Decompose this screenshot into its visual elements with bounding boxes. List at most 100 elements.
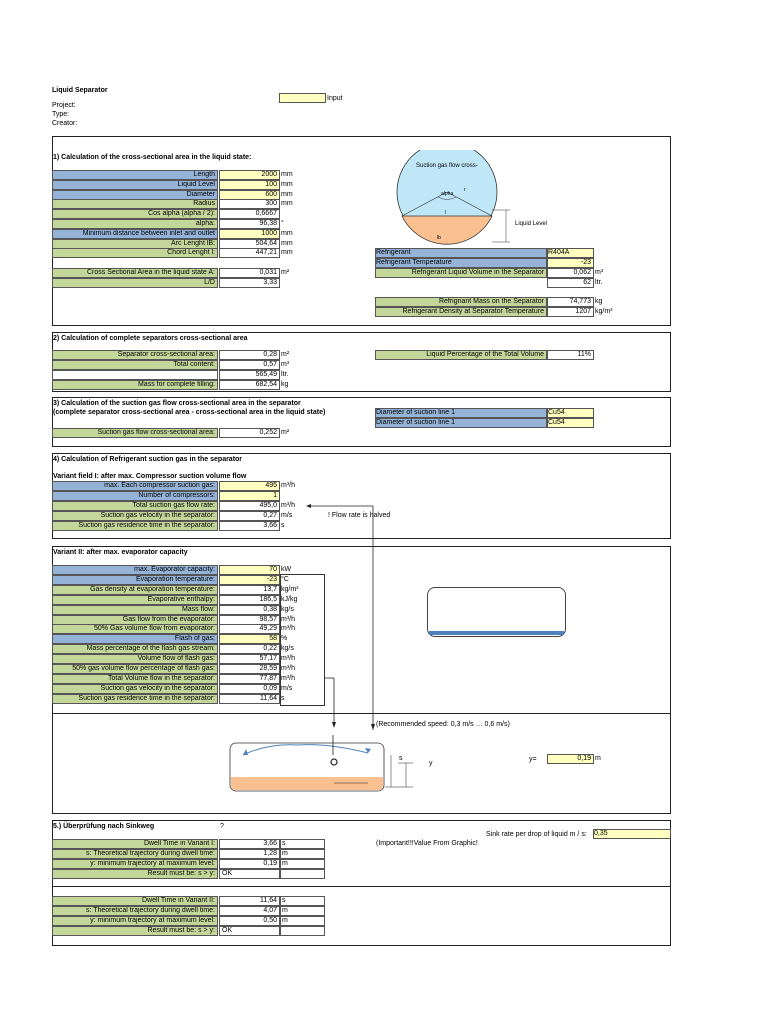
s5rows-label-1: Evaporation temperature: bbox=[52, 574, 218, 585]
s1rows-value-1: 3,33 bbox=[219, 278, 280, 288]
s5rows-unit-11: m³/h bbox=[281, 674, 295, 682]
s1rows-unit-0: m² bbox=[281, 269, 290, 276]
s5rows-label-9: Volume flow of flash gas: bbox=[52, 654, 218, 665]
s2rows-unit-2: ltr. bbox=[281, 371, 289, 378]
density-value: 1207 bbox=[547, 307, 594, 317]
section-4-subtitle: Variant field I: after max. Compressor s… bbox=[53, 473, 247, 480]
connector-arrows bbox=[306, 504, 375, 730]
s1rows-value-0: 0,031 bbox=[219, 268, 280, 278]
density-label: Refrigerant Density at Separator Tempera… bbox=[375, 307, 547, 317]
s5rows-value-0[interactable]: 70 bbox=[219, 565, 280, 575]
s5rows-label-7: Flash of gas: bbox=[52, 634, 218, 645]
temp-value[interactable]: -23 bbox=[547, 258, 594, 268]
s1rows-label-6: Minimum distance between inlet and outle… bbox=[52, 228, 218, 239]
s1rows-unit-0: mm bbox=[281, 171, 293, 178]
s1rows-unit-8: mm bbox=[281, 249, 293, 257]
s1rows-value-2[interactable]: 600 bbox=[219, 189, 280, 200]
suction-area-value: 0,252 bbox=[219, 428, 280, 438]
variant-1-check-label-3: Result must be: s > y: bbox=[52, 869, 218, 879]
flow-halved-note: ! Flow rate is halved bbox=[328, 512, 391, 519]
liquid-volume-label: Refrigerant Liquid Volume in the Separat… bbox=[375, 268, 547, 278]
y-value[interactable]: 0,19 bbox=[547, 754, 594, 764]
s2rows-label-0: Separator cross-sectional area: bbox=[52, 350, 218, 360]
s5rows-unit-13: s bbox=[281, 694, 285, 702]
s-label: s bbox=[399, 755, 403, 762]
s4rows-value-0[interactable]: 495 bbox=[219, 481, 280, 491]
type-label: Type: bbox=[52, 111, 70, 118]
doc-title: Liquid Separator bbox=[52, 87, 108, 94]
liquid-volume-ltr: 62 bbox=[547, 278, 594, 288]
variant-1-check-value-1: 1,28 bbox=[219, 849, 280, 859]
variant-2-check-value-2: 0,50 bbox=[219, 916, 280, 926]
section-5-divider bbox=[52, 886, 671, 887]
s4rows-value-2: 495,0 bbox=[219, 501, 280, 511]
s5rows-unit-1: °C bbox=[281, 575, 289, 583]
s5rows-unit-12: m/s bbox=[281, 684, 293, 692]
s2rows-value-1: 0,57 bbox=[219, 360, 280, 370]
section-1-title: 1) Calculation of the cross-sectional ar… bbox=[53, 154, 252, 161]
important-note: (Important!!!Value From Graphic! bbox=[376, 840, 478, 847]
s5rows-label-4: Mass flow: bbox=[52, 604, 218, 615]
mass-value: 74,773 bbox=[547, 297, 594, 307]
cross-section-diagram bbox=[396, 150, 510, 245]
y-label: y bbox=[429, 760, 433, 767]
s5rows-value-7[interactable]: 58 bbox=[219, 634, 280, 645]
liquid-volume-m3: 0,062 bbox=[547, 268, 594, 278]
s1rows-unit-1: mm bbox=[281, 180, 293, 188]
s5rows-value-4: 0,38 bbox=[219, 604, 280, 615]
s5rows-label-13: Suction gas residence time in the separa… bbox=[52, 693, 218, 704]
variant-2-check-label-0: Dwell Time in Variant II: bbox=[52, 896, 218, 906]
variant-2-check-unit-1: m bbox=[280, 906, 325, 916]
s4rows-value-1[interactable]: 1 bbox=[219, 491, 280, 501]
s5rows-value-3: 186,5 bbox=[219, 594, 280, 605]
suction-line-2-value[interactable]: Cu54 bbox=[547, 418, 594, 428]
s1rows-value-0[interactable]: 2000 bbox=[219, 170, 280, 180]
variant-2-check-value-3: OK bbox=[219, 926, 280, 936]
variant-2-check-value-1: 4,07 bbox=[219, 906, 280, 916]
diagram-alpha: alpha bbox=[441, 191, 454, 197]
sink-rate-value[interactable]: 0,35 bbox=[593, 829, 671, 839]
s5rows-unit-6: m³/h bbox=[281, 625, 295, 633]
s1rows-label-4: Cos alpha (alpha / 2): bbox=[52, 209, 218, 220]
s4rows-unit-2: m³/h bbox=[281, 502, 295, 509]
refrigerant-value[interactable]: R404A bbox=[547, 248, 594, 258]
s5rows-unit-10: m³/h bbox=[281, 665, 295, 672]
s1rows-unit-7: mm bbox=[281, 239, 293, 247]
s5rows-unit-3: kJ/kg bbox=[281, 595, 298, 603]
s1rows-label-8: Chord Lenght l: bbox=[52, 248, 218, 259]
diagram-title: Suction gas flow cross- bbox=[416, 163, 478, 169]
variant-1-check-unit-0: s bbox=[280, 839, 325, 849]
s5rows-value-12: 0,09 bbox=[219, 683, 280, 694]
variant-2-divider bbox=[52, 713, 671, 714]
s1rows-value-1[interactable]: 100 bbox=[219, 179, 280, 190]
y-eq-label: y= bbox=[529, 756, 537, 763]
s5rows-label-12: Suction gas velocity in the separator: bbox=[52, 683, 218, 694]
suction-area-label: Suction gas flow cross-sectional area: bbox=[52, 428, 218, 438]
suction-line-1-value[interactable]: Cu54 bbox=[547, 408, 594, 418]
variant-2-check-label-1: s: Theoretical trajectory during dwell t… bbox=[52, 906, 218, 916]
s5rows-value-6: 49,29 bbox=[219, 624, 280, 635]
s4rows-unit-0: m³/h bbox=[281, 482, 295, 489]
liquid-percentage-label: Liquid Percentage of the Total Volume bbox=[375, 350, 547, 360]
s2rows-unit-1: m³ bbox=[281, 361, 290, 368]
s1rows-value-6[interactable]: 1000 bbox=[219, 228, 280, 239]
suction-line-2-label: Diameter of suction line 1 bbox=[375, 418, 547, 428]
variant-1-check-label-0: Dwell Time in Variant I: bbox=[52, 839, 218, 849]
recommended-speed: (Recommended speed: 0,3 m/s … 0,6 m/s) bbox=[376, 721, 510, 728]
variant-2-check-unit-2: m bbox=[280, 916, 325, 926]
separator-trajectory-diagram bbox=[229, 735, 413, 792]
s1rows-value-8: 447,21 bbox=[219, 248, 280, 259]
variant-1-check-value-2: 0,19 bbox=[219, 859, 280, 869]
s5rows-unit-9: m³/h bbox=[281, 655, 295, 663]
s5rows-value-1[interactable]: -23 bbox=[219, 574, 280, 585]
s5rows-unit-7: % bbox=[281, 635, 288, 643]
s1rows-label-0: Cross Sectional Area in the liquid state… bbox=[52, 268, 218, 278]
s5rows-value-11: 77,87 bbox=[219, 673, 280, 684]
s5rows-unit-0: kW bbox=[281, 566, 292, 573]
creator-label: Creator: bbox=[52, 120, 78, 127]
s2rows-unit-3: kg bbox=[281, 381, 289, 388]
s4rows-label-0: max. Each compressor suction gas: bbox=[52, 481, 218, 491]
variant-1-check-unit-3 bbox=[280, 869, 325, 879]
s5rows-unit-2: kg/m³ bbox=[281, 585, 299, 593]
section-3-subtitle: (complete separator cross-sectional area… bbox=[53, 409, 326, 416]
